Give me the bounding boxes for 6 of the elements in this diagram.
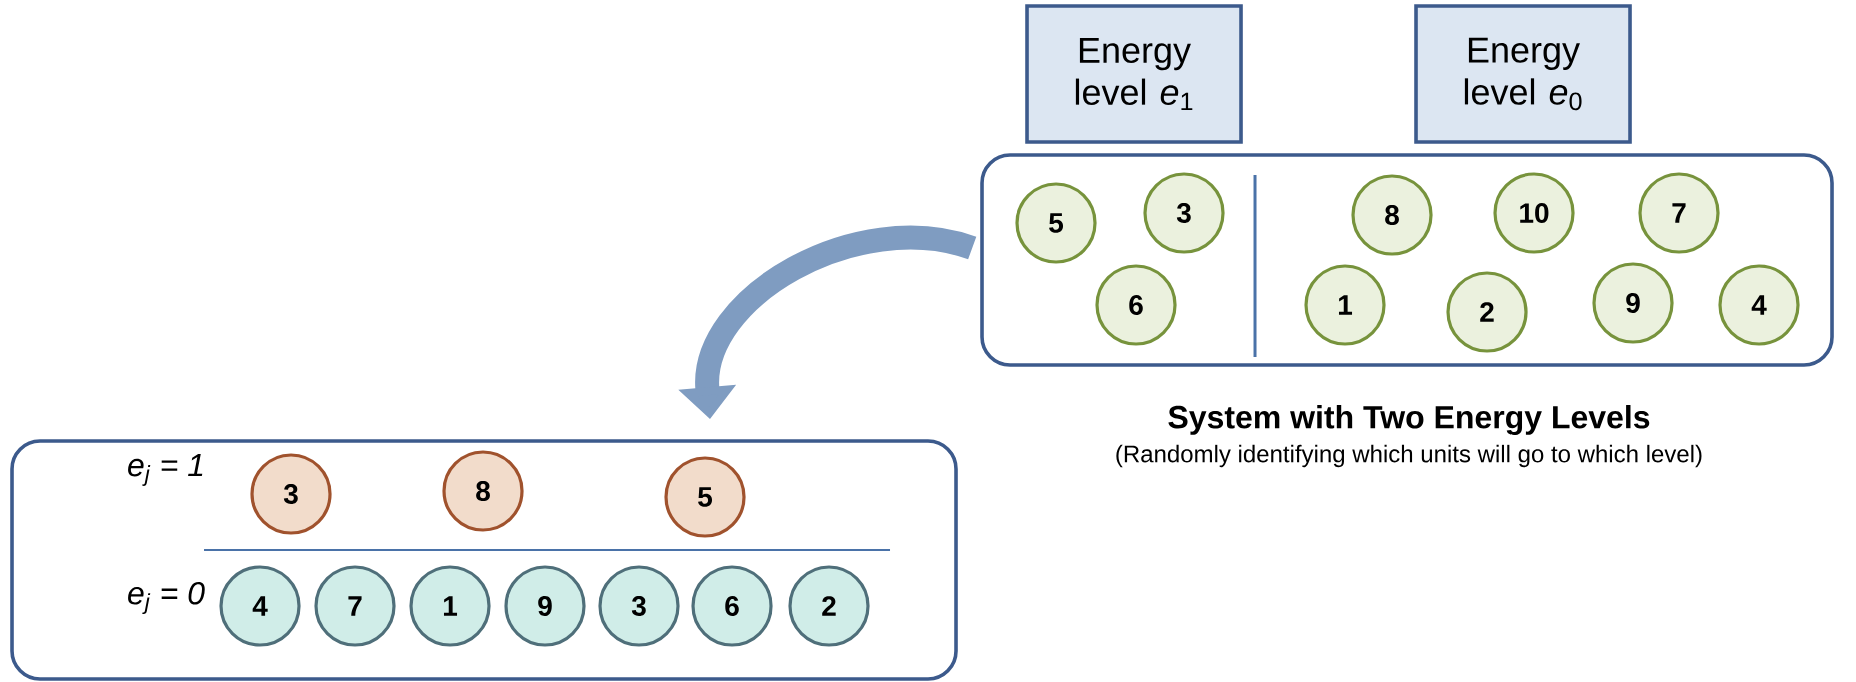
level-box: Energy level e$_{0}$ bbox=[1414, 4, 1632, 144]
title: System with Two Energy Levels bbox=[1168, 405, 1650, 435]
caption: (Randomly identifying which units will go to which level) bbox=[1116, 444, 1702, 468]
row-label: e$_{j}$ = 1 bbox=[128, 454, 203, 486]
level-box: Energy level e$_{1}$ bbox=[1025, 4, 1243, 144]
row-label: e$_{j}$ = 0 bbox=[128, 581, 205, 615]
